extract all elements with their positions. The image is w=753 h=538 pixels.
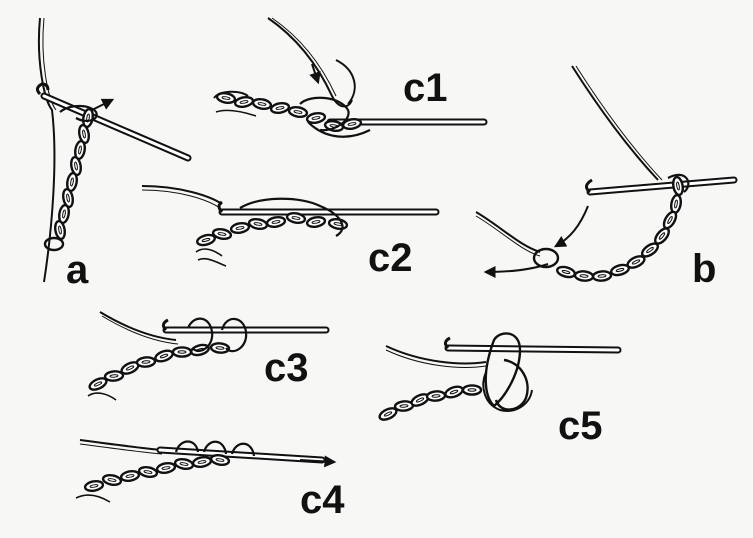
figure-c4 <box>75 439 337 503</box>
label-b: b <box>692 247 717 291</box>
figure-c1 <box>213 17 488 138</box>
label-c3: c3 <box>264 346 309 390</box>
figure-c2 <box>141 185 440 267</box>
figure-c5 <box>376 332 622 424</box>
figure-a <box>35 17 192 283</box>
figure-c3 <box>86 311 330 401</box>
label-c5: c5 <box>558 404 603 448</box>
label-c1: c1 <box>403 66 448 110</box>
label-c4: c4 <box>300 478 345 522</box>
label-c2: c2 <box>368 236 413 280</box>
label-a: a <box>66 248 89 292</box>
figure-b <box>475 65 738 283</box>
